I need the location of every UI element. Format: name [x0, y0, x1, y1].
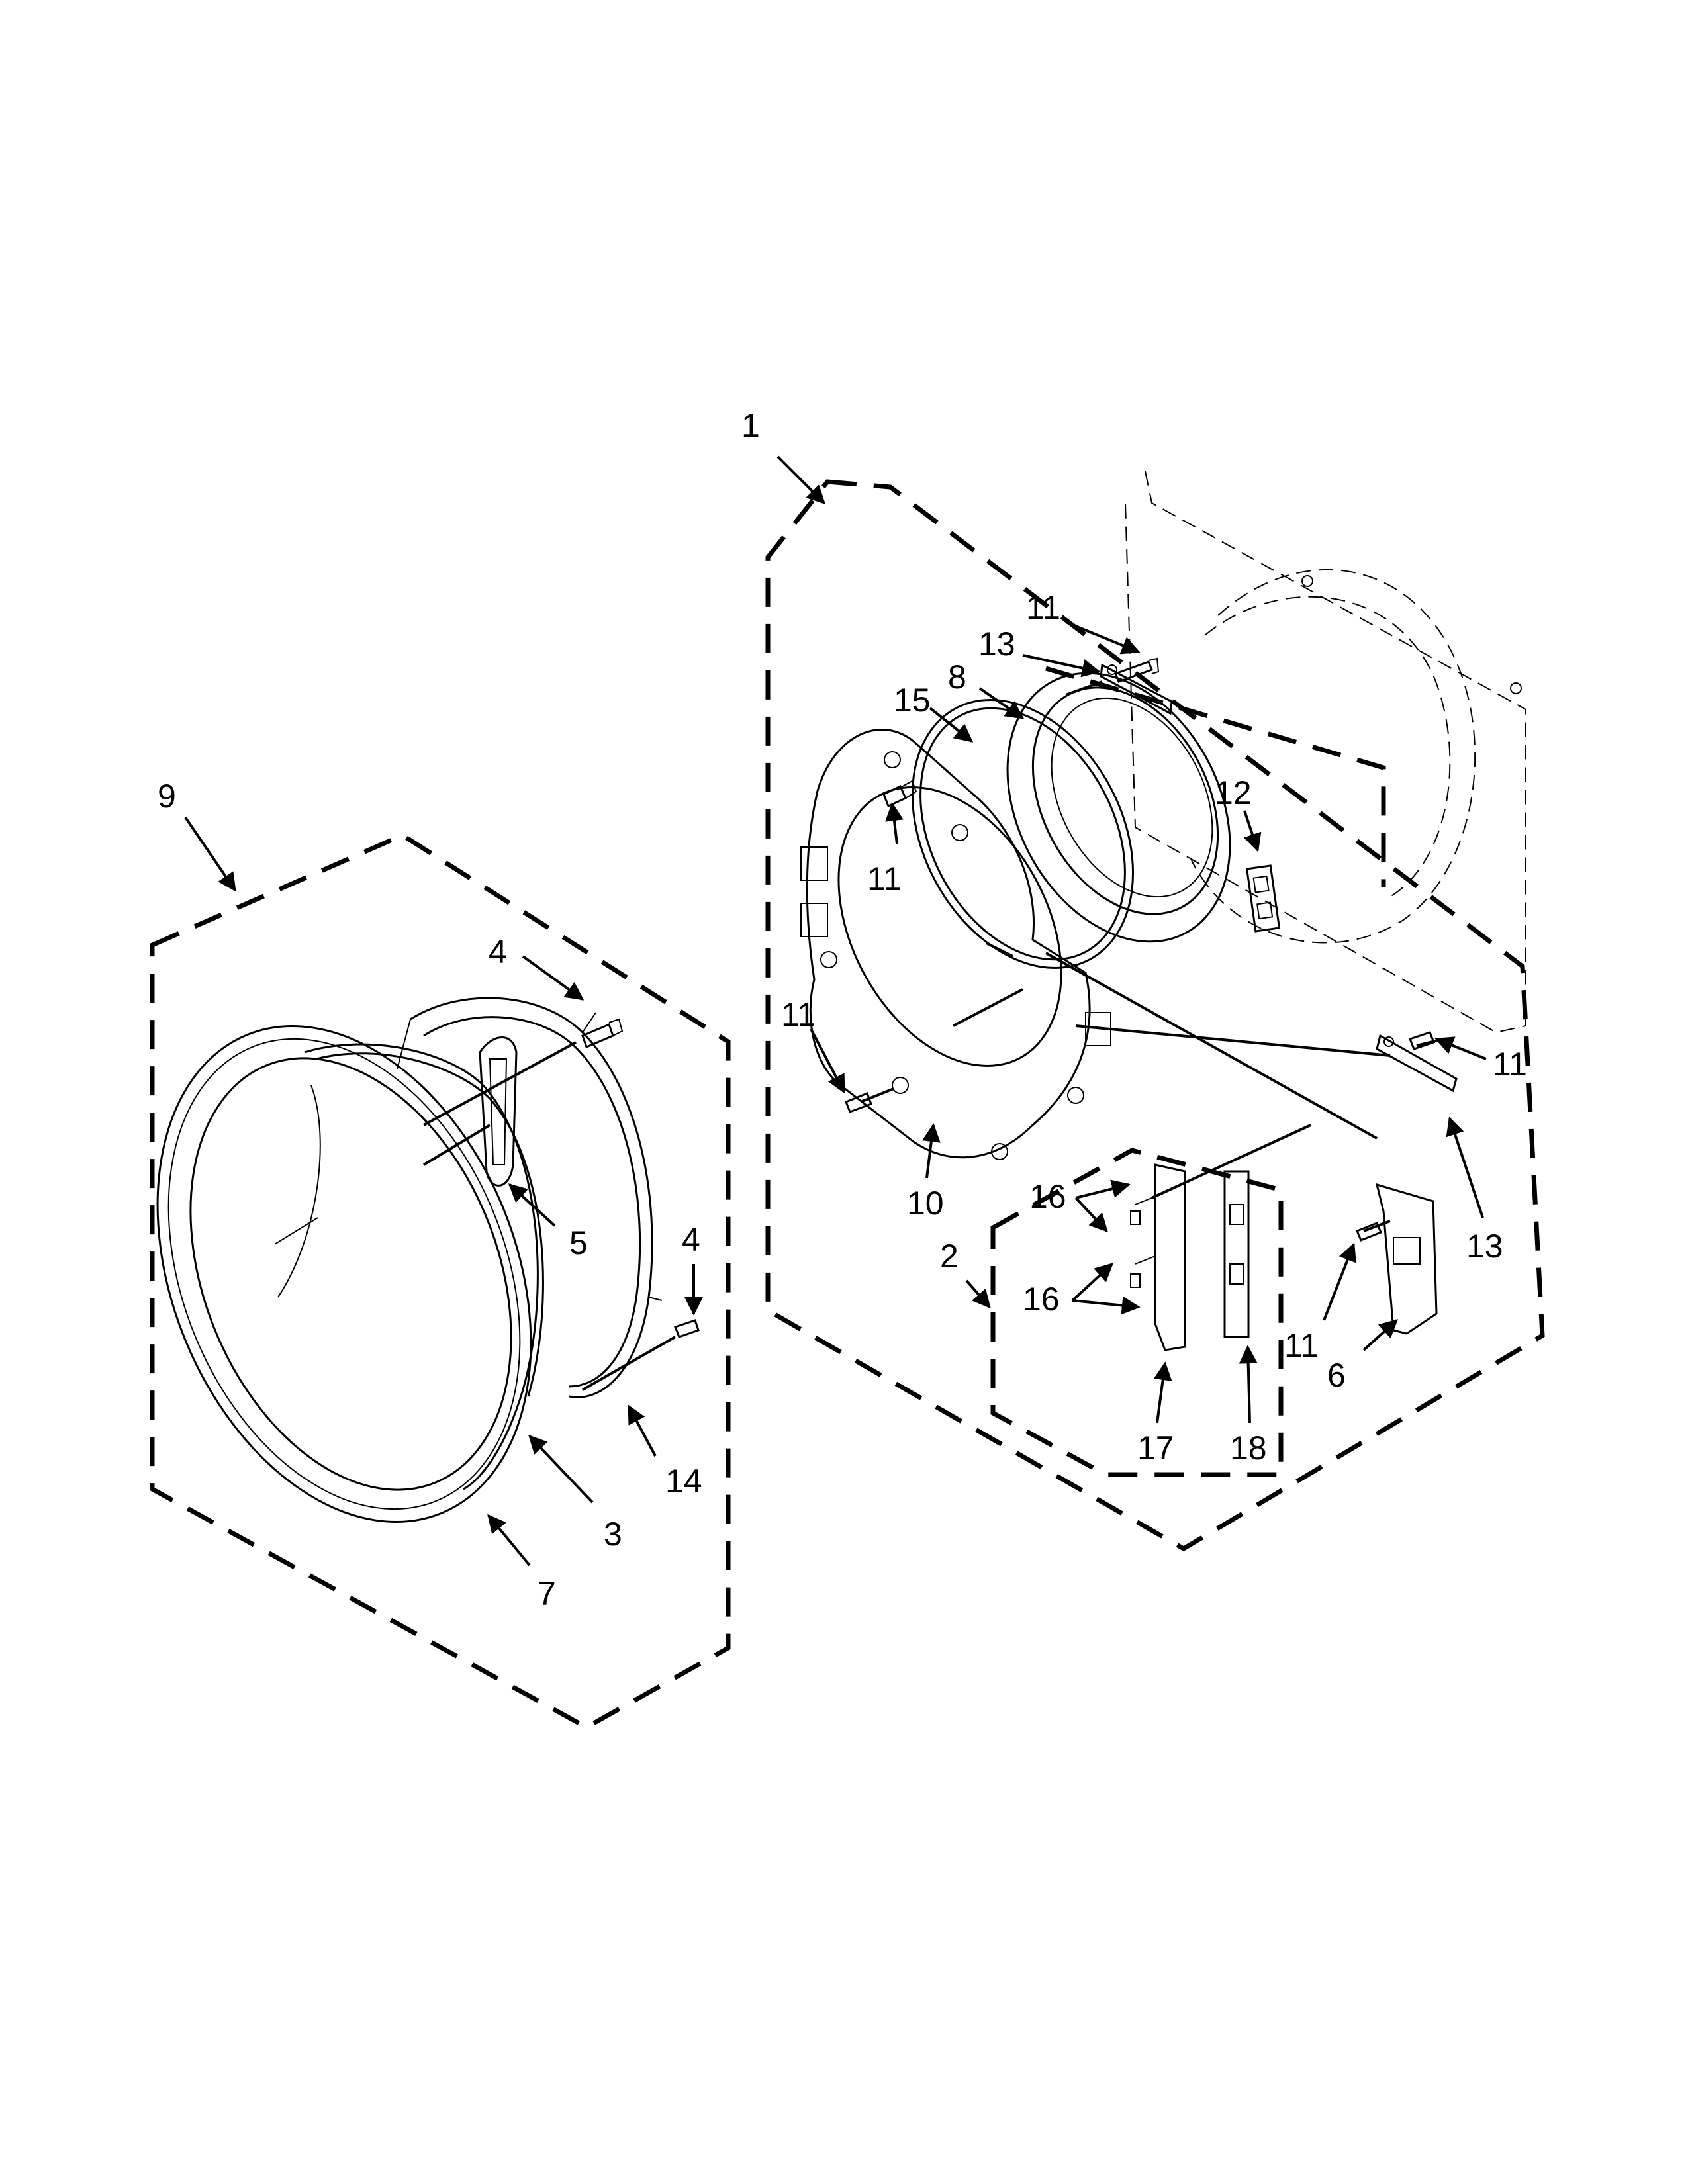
screw-11-left: [845, 1092, 872, 1113]
assembly-lines: [860, 680, 1444, 1232]
assembly-9-boundary: [150, 833, 731, 1731]
callout-8: 8: [948, 659, 966, 696]
door-frame-ring: [800, 729, 1111, 1160]
screw-11-top: [1114, 657, 1160, 683]
screw-4-upper: [581, 1018, 624, 1049]
callout-11-top: 11: [1026, 589, 1060, 626]
leader-arrows: [184, 455, 1487, 1567]
callout-18: 18: [1230, 1430, 1267, 1467]
door-handle: [479, 1036, 518, 1187]
callout-12: 12: [1215, 774, 1252, 811]
screw-4-lower: [674, 1319, 700, 1338]
callout-4-lower: 4: [682, 1221, 700, 1258]
callout-5: 5: [569, 1224, 588, 1261]
hinge-mount-plate: [1223, 1170, 1250, 1338]
callout-1: 1: [741, 407, 760, 444]
callout-3: 3: [604, 1516, 622, 1553]
assembly-2-boundary: [990, 1148, 1284, 1477]
callout-13-right: 13: [1466, 1228, 1503, 1265]
door-inner-ring: [397, 997, 663, 1398]
callout-14: 14: [665, 1463, 702, 1500]
strike-bracket-upper: [1100, 663, 1173, 715]
assembly-1-boundary: [765, 479, 1545, 1552]
callout-17: 17: [1137, 1430, 1174, 1467]
door-assembly-lines: [422, 1041, 676, 1391]
callout-16-upper: 16: [1029, 1178, 1066, 1215]
callout-13-top: 13: [978, 625, 1015, 662]
callout-7: 7: [538, 1575, 556, 1612]
strike-bracket-lower: [1376, 1034, 1458, 1093]
screw-11-latch: [1356, 1222, 1382, 1242]
door-outer-ring: [304, 1043, 544, 1490]
screw-11-right: [1409, 1031, 1435, 1050]
front-bezel: [156, 1025, 532, 1523]
callout-6: 6: [1327, 1357, 1346, 1394]
callout-9: 9: [158, 778, 176, 815]
callout-10: 10: [907, 1185, 944, 1222]
callout-11-right: 11: [1493, 1046, 1527, 1083]
screw-11-frame: [882, 780, 917, 808]
callout-11-left: 11: [781, 996, 816, 1033]
cabinet-front-panel: [1125, 471, 1526, 1034]
door-hinge: [1130, 1163, 1186, 1351]
hinge-plate: [1245, 864, 1281, 933]
callout-16-lower: 16: [1023, 1281, 1060, 1318]
callout-15: 15: [894, 682, 931, 719]
latch-cover: [1375, 1183, 1438, 1335]
callout-11-latch: 11: [1284, 1327, 1319, 1364]
callout-labels: 1 11 13 8 15 12 11 11 10 2 11 13 11 6 16…: [158, 407, 1527, 1612]
callout-4-upper: 4: [489, 933, 507, 970]
callout-11-frame: 11: [867, 860, 902, 897]
callout-2: 2: [940, 1238, 959, 1275]
door-gasket: [911, 699, 1135, 969]
